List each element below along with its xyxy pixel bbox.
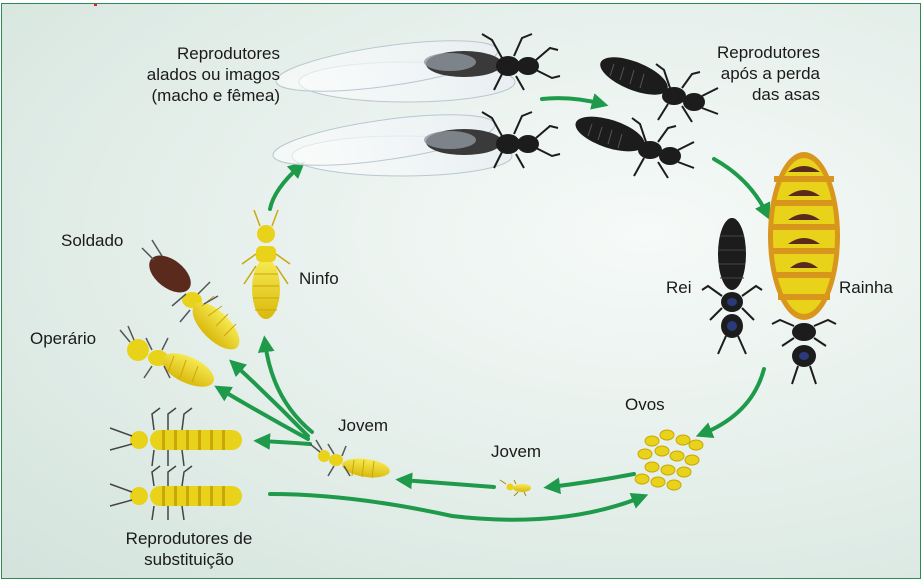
label-eggs: Ovos [625,394,665,415]
label-small-young: Jovem [491,441,541,462]
label-substitute-line-2: substituição [94,549,284,570]
label-queen: Rainha [839,277,893,298]
label-dealated-reproductives: Reprodutores após a perda das asas [682,42,820,105]
label-soldier: Soldado [61,230,123,251]
label-winged-line-1: Reprodutores [142,43,280,64]
arrow-nymph-to-winged [270,166,300,209]
label-winged-reproductives: Reprodutores alados ou imagos (macho e f… [142,43,280,106]
arrow-eggs-to-small-young [550,474,634,487]
dealated-reproductive-bottom [571,110,694,178]
arrow-substitutes-to-eggs [270,494,642,520]
substitute-reproductive-bottom [110,466,242,520]
label-nymph: Ninfo [299,268,339,289]
winged-reproductive-bottom [270,105,560,176]
arrow-dealated-to-queen [714,159,767,214]
queen-termite [768,152,840,384]
king-termite [702,218,762,354]
label-dealated-line-1: Reprodutores [682,42,820,63]
arrow-winged-to-dealated [542,98,602,104]
small-young-termite [500,480,531,496]
substitute-reproductive-top [110,408,242,466]
arrow-queen-to-eggs [702,369,764,434]
label-substitute-reproductives: Reprodutores de substituição [94,528,284,570]
nymph-termite [242,210,290,319]
soldier-termite [142,240,247,357]
diagram-canvas: Reprodutores alados ou imagos (macho e f… [1,3,921,579]
arrow-young-to-substitutes [260,441,310,444]
eggs-cluster [635,430,703,490]
label-young: Jovem [338,415,388,436]
label-dealated-line-3: das asas [682,84,820,105]
label-king: Rei [666,277,692,298]
label-substitute-line-1: Reprodutores de [94,528,284,549]
label-dealated-line-2: após a perda [682,63,820,84]
label-winged-line-3: (macho e fêmea) [142,85,280,106]
worker-termite [120,326,219,394]
winged-reproductive-top [273,31,560,102]
label-worker: Operário [30,328,96,349]
arrow-small-young-to-young [402,480,494,487]
young-termite [310,440,391,480]
label-winged-line-2: alados ou imagos [142,64,280,85]
